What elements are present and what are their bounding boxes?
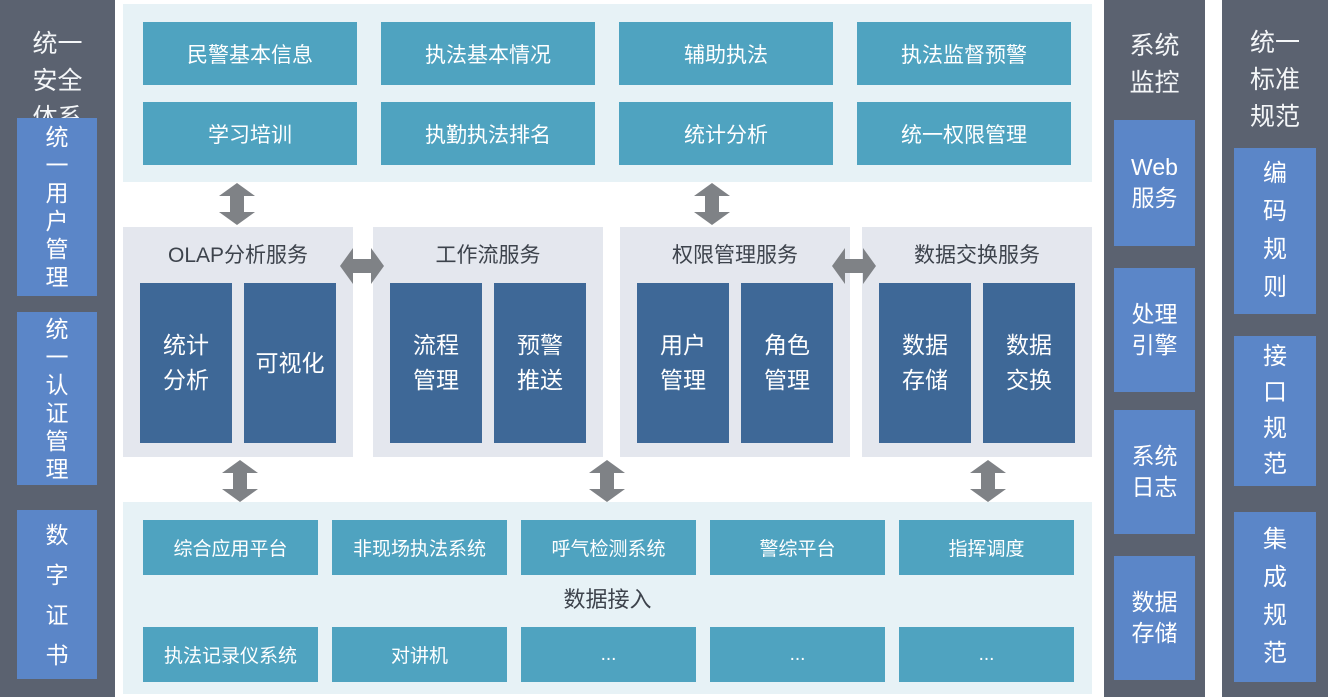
double-arrow-horizontal-icon <box>832 248 876 284</box>
standard-item-interface-spec: 接口规范 <box>1234 336 1316 486</box>
service-panel-olap: OLAP分析服务 统计分析 可视化 <box>123 227 353 457</box>
app-module-box: 执法监督预警 <box>857 22 1071 85</box>
service-box: 数据交换 <box>983 283 1075 443</box>
standard-column-title: 统一标准规范 <box>1250 29 1301 131</box>
monitor-column-title: 系统监控 <box>1129 32 1180 97</box>
access-system-box: 警综平台 <box>710 520 885 575</box>
monitor-item-data-storage: 数据存储 <box>1114 556 1195 680</box>
double-arrow-horizontal-icon <box>340 248 384 284</box>
service-panel-title: 工作流服务 <box>435 244 541 267</box>
service-panel-title: OLAP分析服务 <box>167 244 309 267</box>
access-system-box: 呼气检测系统 <box>521 520 696 575</box>
standard-item-integration-spec: 集成规范 <box>1234 512 1316 682</box>
access-device-box: ... <box>899 627 1074 682</box>
standard-item-coding-rules: 编码规则 <box>1234 148 1316 314</box>
app-module-box: 执法基本情况 <box>381 22 595 85</box>
app-module-box: 民警基本信息 <box>143 22 357 85</box>
service-panel-title: 权限管理服务 <box>672 244 798 267</box>
app-module-box: 学习培训 <box>143 102 357 165</box>
access-device-box: ... <box>521 627 696 682</box>
double-arrow-vertical-icon <box>589 460 625 502</box>
app-module-box: 辅助执法 <box>619 22 833 85</box>
app-module-box: 统计分析 <box>619 102 833 165</box>
monitor-item-web-service: Web服务 <box>1114 120 1195 246</box>
access-device-box: 对讲机 <box>332 627 507 682</box>
service-panel-title: 数据交换服务 <box>914 244 1040 267</box>
security-item-auth-mgmt: 统一认证管理 <box>17 312 97 485</box>
double-arrow-vertical-icon <box>970 460 1006 502</box>
service-panel-permission: 权限管理服务 用户管理 角色管理 <box>620 227 850 457</box>
monitor-item-system-log: 系统日志 <box>1114 410 1195 534</box>
service-box: 流程管理 <box>390 283 482 443</box>
service-panel-data-exchange: 数据交换服务 数据存储 数据交换 <box>862 227 1092 457</box>
double-arrow-vertical-icon <box>222 460 258 502</box>
service-box: 用户管理 <box>637 283 729 443</box>
access-system-box: 指挥调度 <box>899 520 1074 575</box>
service-box: 角色管理 <box>741 283 833 443</box>
security-item-user-mgmt: 统一用户管理 <box>17 118 97 296</box>
service-box: 可视化 <box>244 283 336 443</box>
data-access-label: 数据接入 <box>563 587 652 612</box>
access-system-box: 非现场执法系统 <box>332 520 507 575</box>
double-arrow-vertical-icon <box>219 183 255 225</box>
security-item-digital-cert: 数字证书 <box>17 510 97 679</box>
service-box: 统计分析 <box>140 283 232 443</box>
double-arrow-vertical-icon <box>694 183 730 225</box>
app-module-box: 执勤执法排名 <box>381 102 595 165</box>
service-box: 数据存储 <box>879 283 971 443</box>
access-device-box: ... <box>710 627 885 682</box>
monitor-item-process-engine: 处理引擎 <box>1114 268 1195 392</box>
service-box: 预警推送 <box>494 283 586 443</box>
app-module-box: 统一权限管理 <box>857 102 1071 165</box>
access-device-box: 执法记录仪系统 <box>143 627 318 682</box>
service-panel-workflow: 工作流服务 流程管理 预警推送 <box>373 227 603 457</box>
access-system-box: 综合应用平台 <box>143 520 318 575</box>
